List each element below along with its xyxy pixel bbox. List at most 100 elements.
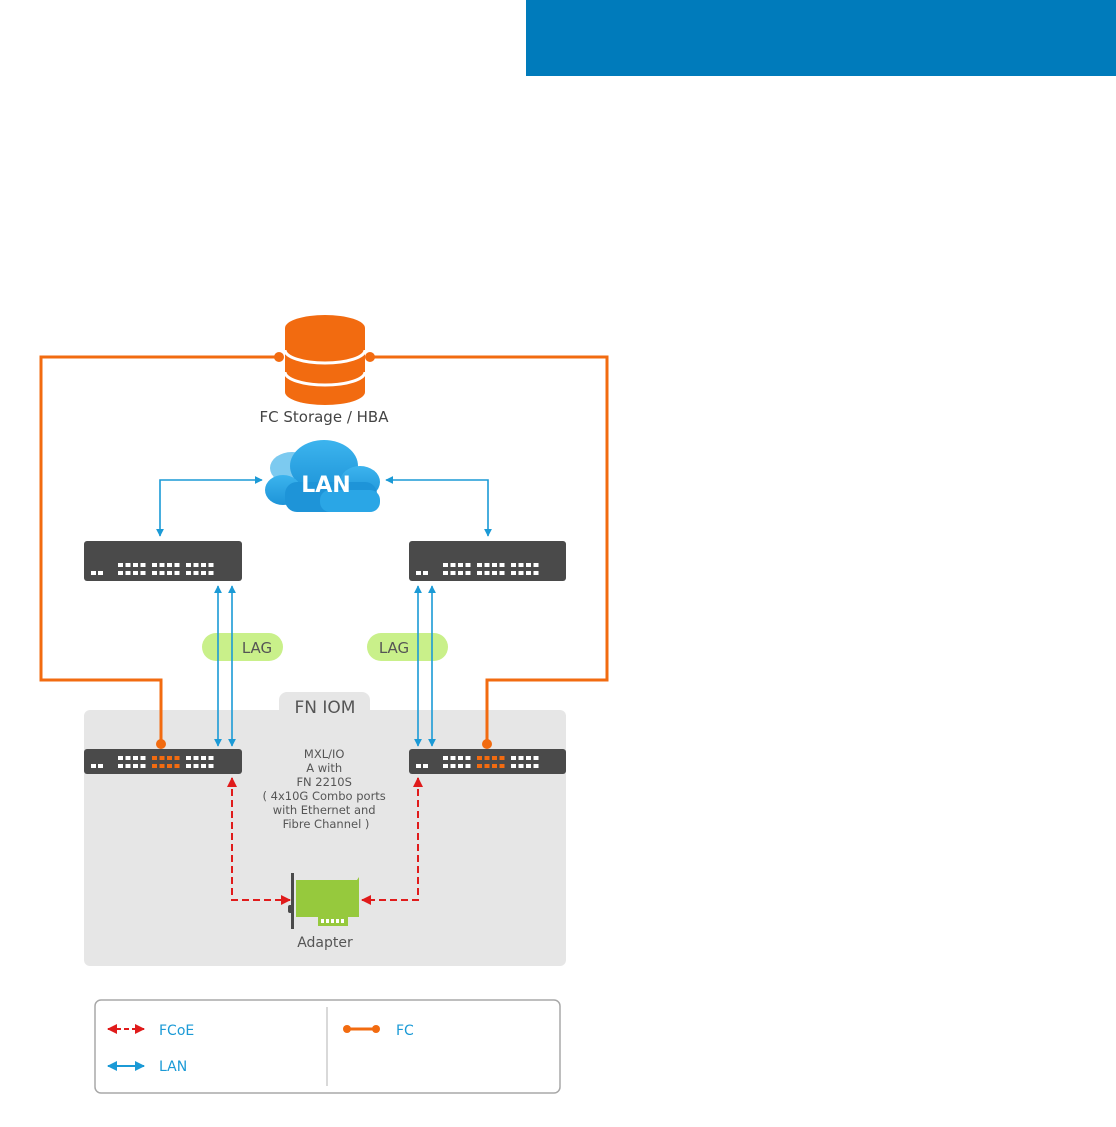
switch-port [492,764,497,768]
switch-status-led [416,764,421,768]
top-switch-right [409,541,566,581]
switch-port [174,563,180,567]
switch-port [167,571,172,575]
header-bar [526,0,1116,76]
switch-port [159,571,165,575]
switch-port [499,756,505,760]
switch-port [140,756,146,760]
switch-port [492,563,497,567]
switch-port [526,563,531,567]
lan-uplink-right [385,476,492,537]
switch-port [477,571,482,575]
switch-port [118,571,123,575]
lag-right-label: LAG [379,639,409,657]
iom-desc-line: Fibre Channel ) [283,817,370,831]
switch-status-led [91,571,96,575]
switch-port [193,571,199,575]
switch-status-led [416,571,421,575]
switch-port [526,756,531,760]
lag-left-label: LAG [242,639,272,657]
switch-port [450,571,456,575]
legend: FCoE LAN FC [94,999,561,1094]
switch-port [511,764,516,768]
switch-port [208,756,214,760]
switch-status-led [423,764,428,768]
switch-port [167,764,172,768]
switch-port [484,571,490,575]
lag-right: LAG [367,633,448,661]
switch-port [443,764,448,768]
fc-link-left [39,355,276,742]
fc-link-right [370,355,609,742]
switch-port [458,756,463,760]
legend-fcoe-label: FCoE [159,1023,194,1039]
switch-port [443,563,448,567]
switch-port [201,563,206,567]
switch-port [458,571,463,575]
iom-switch-right [409,749,566,774]
switch-port [125,571,131,575]
lag-left: LAG [202,633,283,661]
switch-port [140,563,146,567]
switch-port [125,764,131,768]
switch-port [465,756,471,760]
switch-port [140,764,146,768]
legend-fc-label: FC [396,1023,414,1039]
switch-port [518,563,524,567]
iom-description: MXL/IO A with FN 2210S ( 4x10G Combo por… [263,747,390,831]
switch-port [159,756,165,760]
switch-chassis [409,749,566,774]
lan-cloud-label: LAN [301,473,350,498]
switch-port [167,563,172,567]
iom-desc-line: FN 2210S [296,775,351,789]
lan-cloud-icon [265,440,380,512]
adapter-label: Adapter [297,935,353,951]
switch-port [174,571,180,575]
switch-status-led [98,764,103,768]
switch-port [159,563,165,567]
iom-switch-left [84,749,242,774]
switch-port [133,756,138,760]
switch-port [118,764,123,768]
switch-port [201,571,206,575]
adapter-icon [288,873,359,929]
switch-port [201,764,206,768]
lan-uplinks [156,476,492,537]
iom-desc-line: MXL/IO [304,747,345,761]
switch-port [167,756,172,760]
switch-port [133,563,138,567]
legend-lan-label: LAN [159,1059,187,1075]
switch-port [193,764,199,768]
switch-port [208,563,214,567]
switch-port [518,756,524,760]
switch-port [201,756,206,760]
switch-port [518,571,524,575]
switch-port [533,571,539,575]
switch-port [159,764,165,768]
switch-port [450,563,456,567]
switch-status-led [91,764,96,768]
fc-links [39,355,609,742]
switch-port [174,756,180,760]
switch-port [533,563,539,567]
switch-port [133,571,138,575]
fcoe-links [227,777,423,905]
switch-port [465,764,471,768]
switch-port [458,563,463,567]
switch-port [499,764,505,768]
switch-port [140,571,146,575]
switch-port [133,764,138,768]
switch-port [152,756,157,760]
fcoe-link-right [361,777,423,905]
fc-storage-label: FC Storage / HBA [260,408,390,426]
switch-port [492,756,497,760]
switch-port [533,764,539,768]
switch-port [526,764,531,768]
iom-desc-line: ( 4x10G Combo ports [263,789,386,803]
switch-port [152,563,157,567]
switch-port [477,563,482,567]
switch-port [186,764,191,768]
switch-chassis [84,749,242,774]
switch-port [484,756,490,760]
